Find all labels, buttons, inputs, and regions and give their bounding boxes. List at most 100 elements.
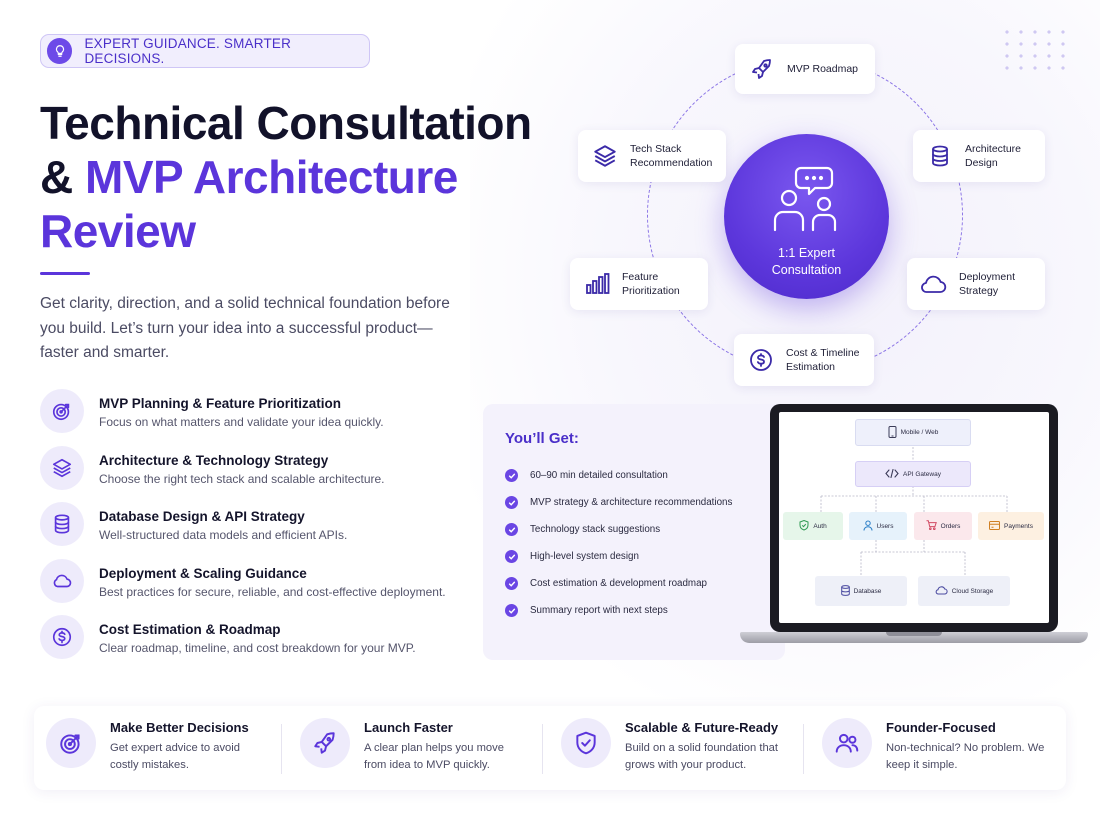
- feature-desc: Clear roadmap, timeline, and cost breakd…: [99, 641, 416, 655]
- laptop-notch: [886, 632, 942, 636]
- cloud-icon: [919, 272, 949, 296]
- target-icon: [46, 718, 96, 768]
- gateway-label: API Gateway: [903, 470, 941, 478]
- gateway-box: API Gateway: [855, 461, 971, 487]
- storage-box: Cloud Storage: [918, 576, 1010, 606]
- shield-icon: [799, 519, 809, 533]
- laptop-screen: Mobile / Web API Gateway Auth Users Orde…: [779, 412, 1049, 623]
- cloud-icon: [935, 585, 948, 597]
- service-payments: Payments: [978, 512, 1044, 540]
- benefit-desc: Get expert advice to avoid costly mistak…: [110, 742, 240, 771]
- node-mvp-roadmap: MVP Roadmap: [735, 44, 875, 94]
- database-box: Database: [815, 576, 907, 606]
- list-item-label: Cost estimation & development roadmap: [530, 578, 707, 589]
- feature-desc: Choose the right tech stack and scalable…: [99, 471, 385, 486]
- rocket-icon: [747, 57, 777, 81]
- list-item-label: Summary report with next steps: [530, 605, 668, 616]
- feature-desc: Best practices for secure, reliable, and…: [99, 584, 446, 599]
- benefit-desc: Non-technical? No problem. We keep it si…: [886, 742, 1045, 771]
- node-architecture-design: Architecture Design: [913, 130, 1045, 182]
- page-title: Technical Consultation & MVP Architectur…: [40, 96, 560, 258]
- service-orders: Orders: [914, 512, 972, 540]
- check-icon: [505, 550, 518, 563]
- divider: [542, 724, 543, 774]
- feature-desc: Well-structured data models and efficien…: [99, 528, 348, 542]
- dollar-icon: [746, 348, 776, 372]
- service-label: Payments: [1004, 522, 1033, 530]
- layers-icon: [590, 143, 620, 169]
- title-ampersand: &: [40, 151, 85, 203]
- node-tech-stack: Tech Stack Recommendation: [578, 130, 726, 182]
- deliverables-list: 60–90 min detailed consultation MVP stra…: [505, 462, 732, 624]
- benefit-title: Make Better Decisions: [110, 720, 249, 735]
- decorative-dot-grid: [1000, 26, 1070, 78]
- database-label: Database: [853, 587, 882, 595]
- feature-desc: Focus on what matters and validate your …: [99, 415, 384, 429]
- lightbulb-icon: [47, 38, 73, 64]
- service-users: Users: [849, 512, 907, 540]
- list-item-label: 60–90 min detailed consultation: [530, 470, 668, 481]
- check-icon: [505, 496, 518, 509]
- cart-icon: [926, 520, 937, 532]
- check-icon: [505, 604, 518, 617]
- list-item: High-level system design: [505, 543, 732, 570]
- list-item: 60–90 min detailed consultation: [505, 462, 732, 489]
- node-label: Tech Stack Recommendation: [630, 143, 713, 169]
- service-label: Orders: [940, 522, 961, 530]
- user-icon: [863, 520, 873, 533]
- list-item: Cost estimation & development roadmap: [505, 570, 732, 597]
- benefit-desc: A clear plan helps you move from idea to…: [364, 742, 504, 771]
- benefit-title: Launch Faster: [364, 720, 453, 735]
- title-accent-1: MVP Architecture: [85, 151, 458, 203]
- node-label: Feature Prioritization: [622, 271, 680, 297]
- database-icon: [40, 502, 84, 546]
- divider: [803, 724, 804, 774]
- intro-paragraph: Get clarity, direction, and a solid tech…: [40, 295, 450, 361]
- tagline-badge: EXPERT GUIDANCE. SMARTER DECISIONS.: [40, 34, 370, 68]
- client-label: Mobile / Web: [900, 429, 939, 436]
- feature-title: Cost Estimation & Roadmap: [99, 622, 281, 637]
- node-label: Cost & Timeline Estimation: [786, 347, 860, 373]
- title-accent-2: Review: [40, 205, 196, 257]
- deliverables-card: You’ll Get: 60–90 min detailed consultat…: [483, 404, 785, 660]
- check-icon: [505, 523, 518, 536]
- bar-chart-icon: [582, 272, 612, 296]
- code-icon: [885, 468, 899, 480]
- database-icon: [925, 144, 955, 168]
- users-icon: [822, 718, 872, 768]
- client-box: Mobile / Web: [855, 419, 971, 446]
- node-label: MVP Roadmap: [787, 63, 859, 75]
- divider: [281, 724, 282, 774]
- deliverables-title: You’ll Get:: [505, 430, 579, 447]
- node-deployment-strategy: Deployment Strategy: [907, 258, 1045, 310]
- database-icon: [840, 584, 850, 598]
- node-label: Architecture Design: [965, 143, 1022, 169]
- node-feature-prioritization: Feature Prioritization: [570, 258, 708, 310]
- target-icon: [40, 389, 84, 433]
- list-item-label: High-level system design: [530, 551, 639, 562]
- phone-icon: [888, 425, 897, 440]
- laptop-base: [740, 632, 1088, 643]
- layers-icon: [40, 445, 84, 490]
- list-item: Summary report with next steps: [505, 597, 732, 624]
- title-line-1: Technical Consultation: [40, 97, 532, 149]
- tagline-text: EXPERT GUIDANCE. SMARTER DECISIONS.: [84, 36, 292, 66]
- title-divider: [40, 272, 90, 275]
- feature-title: Deployment & Scaling Guidance: [99, 565, 307, 581]
- storage-label: Cloud Storage: [951, 587, 994, 595]
- node-cost-timeline: Cost & Timeline Estimation: [734, 334, 874, 386]
- list-item-label: MVP strategy & architecture recommendati…: [530, 497, 733, 508]
- shield-check-icon: [561, 718, 611, 768]
- node-label: Deployment Strategy: [959, 271, 1016, 297]
- consultation-hub: 1:1 Expert Consultation: [724, 134, 889, 299]
- feature-title: Architecture & Technology Strategy: [99, 452, 329, 468]
- service-label: Auth: [813, 522, 827, 530]
